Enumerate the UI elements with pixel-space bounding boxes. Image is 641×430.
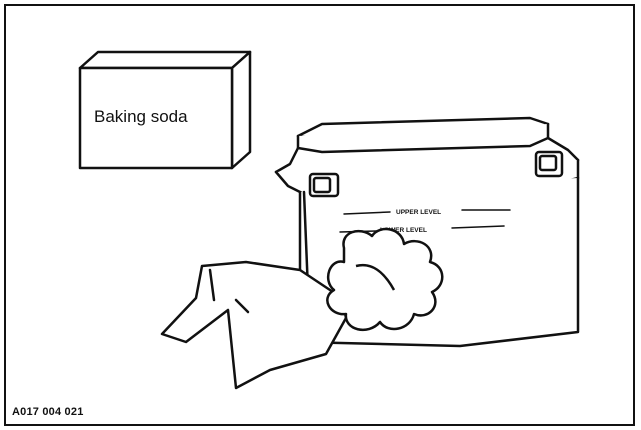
battery-terminal-left-bolt: [314, 178, 330, 192]
gloved-hand: [162, 262, 346, 388]
upper-level-label: UPPER LEVEL: [396, 209, 441, 216]
cleaning-cloth: [327, 229, 442, 330]
box-top-face: [80, 52, 250, 68]
battery-terminal-right-bolt: [540, 156, 556, 170]
box-side-face: [232, 52, 250, 168]
glove-sleeve: [162, 262, 346, 388]
figure-id: A017 004 021: [12, 406, 84, 418]
baking-soda-label: Baking soda: [94, 107, 188, 126]
cloth-outline: [327, 229, 442, 330]
